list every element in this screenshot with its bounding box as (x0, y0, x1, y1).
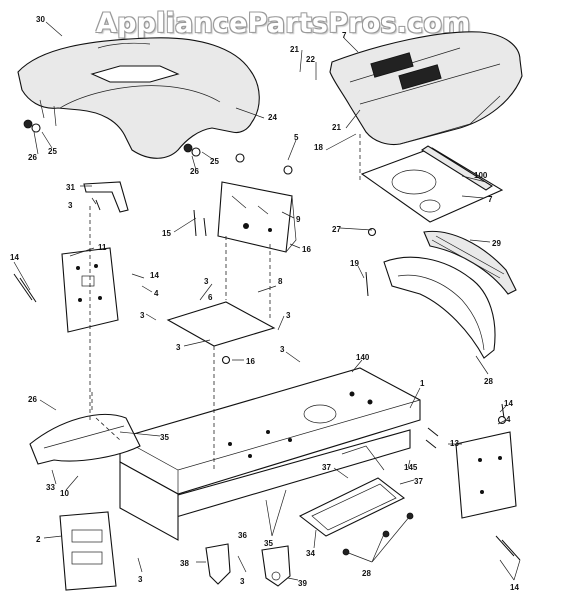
label-37-b: 37 (414, 477, 423, 486)
label-15: 15 (162, 229, 171, 238)
footrest-part[interactable] (298, 445, 406, 537)
label-5: 5 (294, 133, 299, 142)
label-37-a: 37 (322, 463, 331, 472)
hood-part[interactable] (329, 31, 523, 146)
right-side-panel-part[interactable] (455, 431, 517, 519)
label-35-a: 35 (160, 433, 169, 442)
label-27: 27 (332, 225, 341, 234)
label-11: 11 (98, 243, 107, 252)
label-28-nose: 28 (484, 377, 493, 386)
label-22: 22 (306, 55, 315, 64)
label-3-b: 3 (204, 277, 209, 286)
floor-plate-part[interactable] (166, 301, 276, 347)
part-labels: 30 7 21 22 21 18 24 26 25 26 25 5 31 3 1… (10, 15, 519, 592)
label-3-e: 3 (286, 311, 291, 320)
label-3-f: 3 (280, 345, 285, 354)
label-19: 19 (350, 259, 359, 268)
label-25-b: 25 (210, 157, 219, 166)
label-14-b: 14 (150, 271, 159, 280)
dash-panel-part[interactable] (217, 181, 297, 253)
label-18: 18 (314, 143, 323, 152)
label-145: 145 (404, 463, 418, 472)
label-26-b: 26 (190, 167, 199, 176)
label-7-hood: 7 (342, 31, 347, 40)
label-4-b: 4 (506, 415, 511, 424)
label-39: 39 (298, 579, 307, 588)
label-3-a: 3 (68, 201, 73, 210)
label-21-lower: 21 (332, 123, 341, 132)
label-1: 1 (420, 379, 425, 388)
label-29: 29 (492, 239, 501, 248)
front-plate-part[interactable] (59, 511, 117, 591)
label-14-a: 14 (10, 253, 19, 262)
label-3-g: 3 (138, 575, 143, 584)
label-21-top: 21 (290, 45, 299, 54)
label-14-c: 14 (504, 399, 513, 408)
label-16-a: 16 (302, 245, 311, 254)
label-14-d: 14 (510, 583, 519, 592)
label-35-b: 35 (264, 539, 273, 548)
label-13: 13 (450, 439, 459, 448)
hood-vent-grille (370, 52, 442, 90)
grille-insert-part[interactable] (423, 230, 517, 295)
label-3-c: 3 (140, 311, 145, 320)
label-2: 2 (36, 535, 41, 544)
leader-lines (13, 21, 521, 581)
bracket-part-39[interactable] (261, 545, 291, 587)
label-31: 31 (66, 183, 75, 192)
label-8: 8 (278, 277, 283, 286)
label-26-c: 26 (28, 395, 37, 404)
label-24: 24 (268, 113, 277, 122)
assembly-lines (89, 134, 361, 470)
label-26-a: 26 (28, 153, 37, 162)
main-frame-part[interactable] (119, 367, 421, 541)
label-38: 38 (180, 559, 189, 568)
label-36: 36 (238, 531, 247, 540)
label-28-fasteners: 28 (362, 569, 371, 578)
label-6: 6 (208, 293, 213, 302)
label-30: 30 (36, 15, 45, 24)
label-33: 33 (46, 483, 55, 492)
label-9: 9 (296, 215, 301, 224)
bracket-part-38[interactable] (205, 543, 231, 585)
label-10: 10 (60, 489, 69, 498)
label-3-d: 3 (176, 343, 181, 352)
label-34: 34 (306, 549, 315, 558)
battery-tray-part[interactable] (360, 147, 504, 223)
label-140: 140 (356, 353, 370, 362)
label-16-b: 16 (246, 357, 255, 366)
bracket-part-31[interactable] (83, 181, 129, 213)
step-plate-part[interactable] (29, 413, 141, 465)
watermark-text: AppliancePartsPros.com (96, 8, 471, 39)
label-3-h: 3 (240, 577, 245, 586)
label-100: 100 (474, 171, 488, 180)
label-25-a: 25 (48, 147, 57, 156)
label-7-tray: 7 (488, 195, 493, 204)
rear-fender-part[interactable] (17, 37, 260, 159)
nose-cone-part[interactable] (383, 256, 496, 359)
label-4-a: 4 (154, 289, 159, 298)
